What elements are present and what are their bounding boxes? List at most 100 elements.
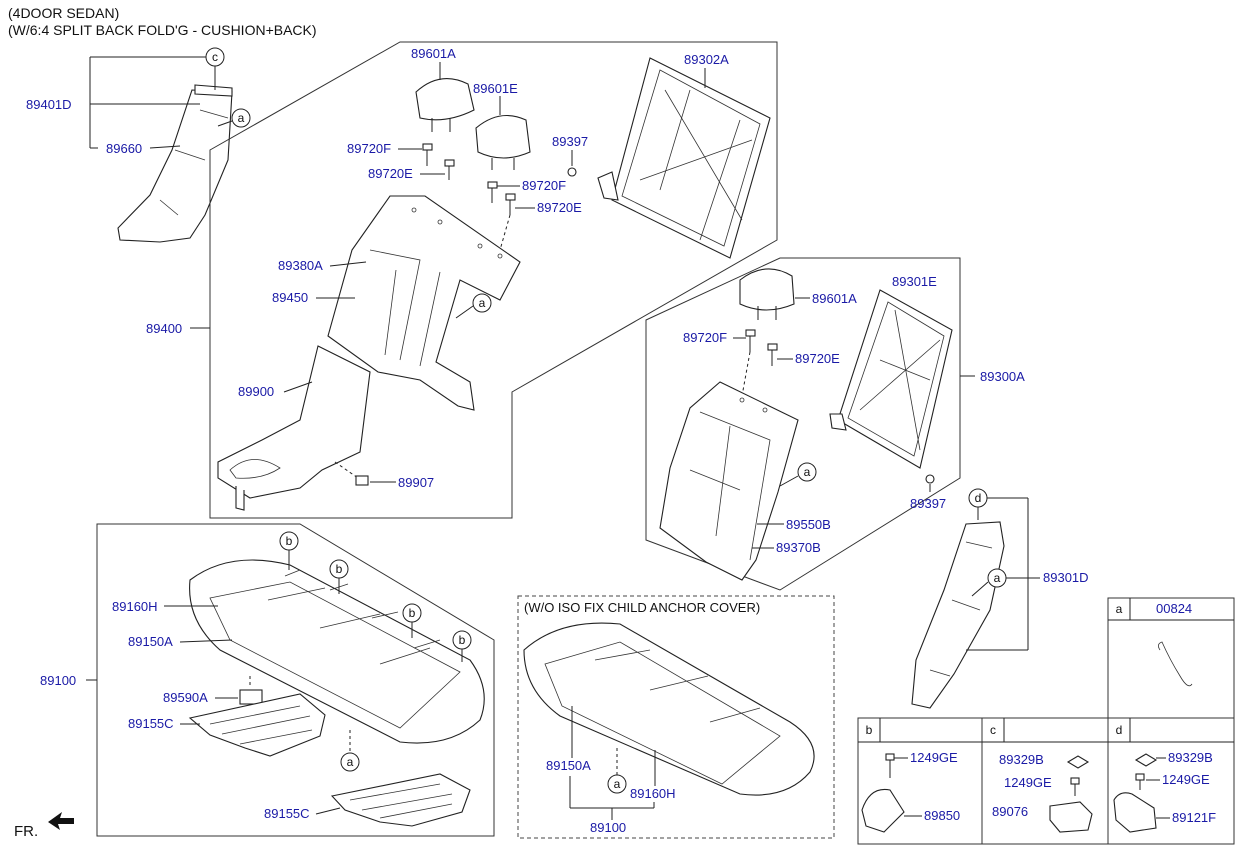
clip-00824[interactable] bbox=[1158, 641, 1193, 687]
part-label-89550B[interactable]: 89550B bbox=[786, 517, 831, 532]
part-label-89720F-3[interactable]: 89720F bbox=[683, 330, 727, 345]
seatback-cover-89370B[interactable] bbox=[659, 381, 799, 581]
detail-box-a: a 00824 bbox=[1107, 597, 1235, 719]
part-label-89301D[interactable]: 89301D bbox=[1043, 570, 1089, 585]
part-label-89150A-alt[interactable]: 89150A bbox=[546, 758, 591, 773]
callout-a-back bbox=[472, 293, 492, 313]
part-label-89076[interactable]: 89076 bbox=[992, 804, 1028, 819]
seatback-cover-89380A[interactable] bbox=[327, 195, 521, 411]
headrest-89601E[interactable] bbox=[475, 114, 531, 171]
heater-mat-89155C-1[interactable] bbox=[188, 693, 326, 757]
screw-1249GE-b[interactable] bbox=[885, 753, 895, 761]
part-label-89155C-2[interactable]: 89155C bbox=[264, 806, 310, 821]
headrest-89601A-top[interactable] bbox=[415, 78, 475, 132]
part-label-89907[interactable]: 89907 bbox=[398, 475, 434, 490]
right-side-bolster-part[interactable] bbox=[911, 521, 1005, 709]
detail-box-c: c 89329B 1249GE 89076 bbox=[981, 717, 1109, 845]
screw-1249GE-c[interactable] bbox=[1070, 777, 1080, 785]
bolt-89397-2[interactable] bbox=[925, 474, 935, 484]
header-line-2: (W/6:4 SPLIT BACK FOLD'G - CUSHION+BACK) bbox=[8, 22, 317, 38]
front-arrow-icon bbox=[48, 812, 74, 830]
part-label-89160H[interactable]: 89160H bbox=[112, 599, 158, 614]
part-label-89401D[interactable]: 89401D bbox=[26, 97, 72, 112]
guide-pins-left bbox=[422, 143, 516, 251]
left-side-bolster-part[interactable] bbox=[117, 89, 233, 243]
seat-cushion-89160H[interactable] bbox=[189, 559, 485, 744]
part-label-89397-2[interactable]: 89397 bbox=[910, 496, 946, 511]
detail-box-c-letter: c bbox=[990, 723, 996, 737]
part-label-89720E-1[interactable]: 89720E bbox=[368, 166, 413, 181]
bolt-89397-1[interactable] bbox=[567, 167, 577, 177]
part-label-89400[interactable]: 89400 bbox=[146, 321, 182, 336]
part-label-89329B-d[interactable]: 89329B bbox=[1168, 750, 1213, 765]
part-label-89100-alt[interactable]: 89100 bbox=[590, 820, 626, 835]
left-side-bolster-group: c a 89401D 89660 bbox=[26, 47, 251, 243]
callout-b-1-text: b bbox=[286, 534, 293, 548]
cover-89121F[interactable] bbox=[1113, 792, 1157, 833]
seatback-frame-89302A[interactable] bbox=[597, 57, 771, 259]
callout-a-cushion bbox=[340, 752, 360, 772]
callout-a-bolster-right-text: a bbox=[994, 571, 1001, 585]
part-label-89450[interactable]: 89450 bbox=[272, 290, 308, 305]
screw-89907[interactable] bbox=[355, 475, 369, 486]
clip-89329B-c[interactable] bbox=[1066, 755, 1090, 769]
cover-89076[interactable] bbox=[1049, 801, 1093, 833]
callout-a-right bbox=[797, 462, 817, 482]
part-label-89300A[interactable]: 89300A bbox=[980, 369, 1025, 384]
alt-section-title: (W/O ISO FIX CHILD ANCHOR COVER) bbox=[524, 600, 760, 615]
part-label-89601A-right[interactable]: 89601A bbox=[812, 291, 857, 306]
part-label-89850[interactable]: 89850 bbox=[924, 808, 960, 823]
callout-c-top-text: c bbox=[212, 50, 218, 64]
callout-b-3-text: b bbox=[409, 606, 416, 620]
callout-b-2-text: b bbox=[336, 562, 343, 576]
right-side-bolster-group: d a bbox=[911, 488, 1040, 709]
screw-1249GE-d[interactable] bbox=[1135, 773, 1145, 781]
seat-cushion-alt[interactable] bbox=[523, 622, 815, 796]
cushion-frame bbox=[86, 523, 495, 837]
part-label-89301E[interactable]: 89301E bbox=[892, 274, 937, 289]
heater-mat-89155C-2[interactable] bbox=[330, 773, 471, 827]
part-label-89100[interactable]: 89100 bbox=[40, 673, 76, 688]
anchor-cover-89850[interactable] bbox=[861, 788, 905, 833]
part-label-89302A[interactable]: 89302A bbox=[684, 52, 729, 67]
part-label-89150A[interactable]: 89150A bbox=[128, 634, 173, 649]
part-label-89720E-2[interactable]: 89720E bbox=[537, 200, 582, 215]
headrest-89601A-right[interactable] bbox=[739, 268, 795, 320]
part-label-1249GE-c[interactable]: 1249GE bbox=[1004, 775, 1052, 790]
clip-89329B-d[interactable] bbox=[1134, 753, 1158, 767]
part-label-89121F[interactable]: 89121F bbox=[1172, 810, 1216, 825]
part-label-89601E[interactable]: 89601E bbox=[473, 81, 518, 96]
part-label-89720F-2[interactable]: 89720F bbox=[522, 178, 566, 193]
part-label-1249GE-b[interactable]: 1249GE bbox=[910, 750, 958, 765]
part-label-89160H-alt[interactable]: 89160H bbox=[630, 786, 676, 801]
fr-label: FR. bbox=[14, 823, 38, 840]
part-label-89601A-top[interactable]: 89601A bbox=[411, 46, 456, 61]
part-label-89370B[interactable]: 89370B bbox=[776, 540, 821, 555]
detail-box-b-letter: b bbox=[866, 723, 873, 737]
part-label-89380A[interactable]: 89380A bbox=[278, 258, 323, 273]
detail-box-a-letter: a bbox=[1116, 602, 1123, 616]
part-label-89720E-3[interactable]: 89720E bbox=[795, 351, 840, 366]
part-label-00824[interactable]: 00824 bbox=[1156, 601, 1192, 616]
detail-box-d: d 89329B 1249GE 89121F bbox=[1107, 717, 1235, 845]
part-label-1249GE-d[interactable]: 1249GE bbox=[1162, 772, 1210, 787]
part-label-89397-1[interactable]: 89397 bbox=[552, 134, 588, 149]
detail-box-d-letter: d bbox=[1116, 723, 1123, 737]
part-label-89660[interactable]: 89660 bbox=[106, 141, 142, 156]
callout-a-bolster-text: a bbox=[238, 111, 245, 125]
part-label-89900[interactable]: 89900 bbox=[238, 384, 274, 399]
anchor-cover-89590A[interactable] bbox=[239, 689, 263, 705]
detail-box-b: b 1249GE 89850 bbox=[857, 717, 983, 845]
callout-d-right-text: d bbox=[975, 491, 982, 505]
callout-a-right-text: a bbox=[804, 465, 811, 479]
part-label-89720F-1[interactable]: 89720F bbox=[347, 141, 391, 156]
part-label-89329B-c[interactable]: 89329B bbox=[999, 752, 1044, 767]
part-label-89590A[interactable]: 89590A bbox=[163, 690, 208, 705]
seatback-frame-89301E[interactable] bbox=[829, 289, 953, 469]
front-direction-indicator: FR. bbox=[14, 812, 74, 840]
alt-cushion-section: (W/O ISO FIX CHILD ANCHOR COVER) bbox=[517, 595, 835, 839]
callout-b-4-text: b bbox=[459, 633, 466, 647]
part-label-89155C-1[interactable]: 89155C bbox=[128, 716, 174, 731]
armrest-89900[interactable] bbox=[217, 345, 371, 511]
